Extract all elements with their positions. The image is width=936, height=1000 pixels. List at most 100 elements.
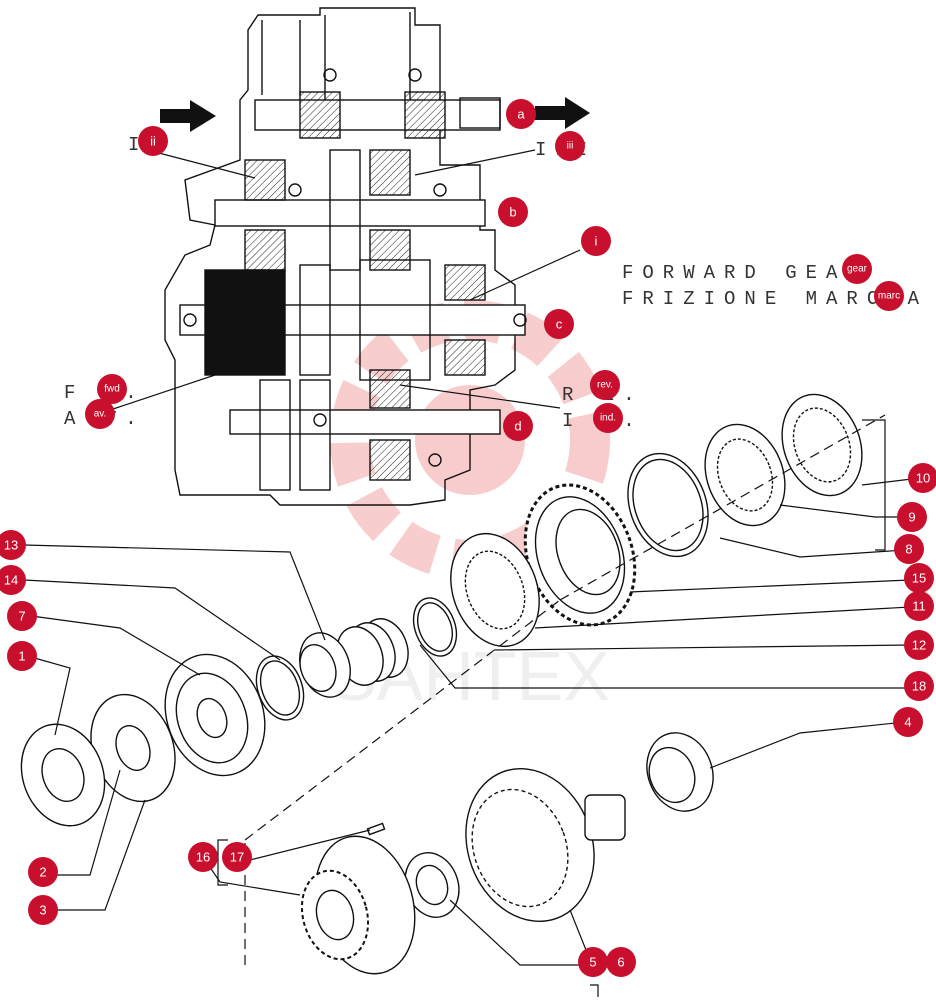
callout-badge-circle [904,563,934,593]
callout-badge-circle [904,591,934,621]
callout-badge-label: b [509,205,516,220]
callout-badge-circle [498,197,528,227]
callout-d: d [503,411,533,441]
callout-badge-label: a [517,107,525,122]
callout-c: c [544,309,574,339]
exploded-parts [20,393,863,975]
callout-badge-circle [578,947,608,977]
callout-ii: ii [138,126,168,156]
callout-badge-circle [897,502,927,532]
callout-badge-circle [138,126,168,156]
callout-badge-label: 17 [230,850,244,865]
callout-badge-circle [590,370,620,400]
lower-leader-lines [23,477,921,966]
callout-badge-label: 7 [18,609,25,624]
callout-badge-circle [581,226,611,256]
callout-badge-label: i [595,234,598,249]
gearbox-section-drawing [164,7,527,506]
callout-badge-circle [7,601,37,631]
callout-badge-label: fwd [104,384,120,395]
callout-badge-circle [544,309,574,339]
callout-badge-label: 11 [912,599,926,614]
callout-badge-circle [503,411,533,441]
callout-badge-label: 16 [196,850,210,865]
callout-badge-label: ind. [600,413,616,424]
callout-p15: 15 [904,563,934,593]
callout-gear: gear [842,254,872,284]
callout-badge-circle [894,534,924,564]
group-brackets [217,419,886,997]
callout-p13: 13 [0,530,26,560]
callout-badge-label: 18 [912,679,926,694]
callout-badge-circle [0,530,26,560]
callout-p5: 5 [578,947,608,977]
callout-badge-label: 13 [4,538,18,553]
callout-badge-circle [893,707,923,737]
callout-badge-label: gear [847,264,868,275]
callout-p7: 7 [7,601,37,631]
callout-badge-circle [28,857,58,887]
callout-badge-label: 8 [905,542,912,557]
callout-badge-circle [874,281,904,311]
callout-badge-circle [904,630,934,660]
upper-leader-lines [109,149,581,411]
callout-p14: 14 [0,565,26,595]
callout-p11: 11 [904,591,934,621]
callout-badge-label: av. [94,409,107,420]
callout-p17: 17 [222,842,252,872]
callout-badge-label: c [556,317,563,332]
callout-badge-label: 4 [904,715,911,730]
callout-badge-label: 10 [916,471,930,486]
callout-badge-circle [593,403,623,433]
callout-badge-label: 6 [617,955,624,970]
callout-av: av. [85,399,115,429]
callout-badge-circle [506,99,536,129]
callout-a: a [506,99,536,129]
callout-badge-circle [222,842,252,872]
callout-badge-label: d [514,419,521,434]
callout-marc: marc [874,281,904,311]
callout-badge-circle [908,463,936,493]
callout-badge-label: marc [878,291,900,302]
callout-p16: 16 [188,842,218,872]
callout-badge-circle [28,895,58,925]
callout-iii: iii [555,131,585,161]
callout-badge-label: iii [567,141,574,152]
callout-badge-label: 14 [4,573,18,588]
callout-badge-circle [97,374,127,404]
forward-gear-label: FORWARD GEAR [622,262,867,284]
callout-rev: rev. [590,370,620,400]
callout-p3: 3 [28,895,58,925]
callout-p2: 2 [28,857,58,887]
callout-p1: 1 [7,641,37,671]
callout-p9: 9 [897,502,927,532]
callout-p4: 4 [893,707,923,737]
callout-badge-label: ii [150,134,156,149]
callout-badge-circle [7,641,37,671]
callout-p8: 8 [894,534,924,564]
callout-p10: 10 [908,463,936,493]
callout-badge-circle [555,131,585,161]
callout-badge-label: 12 [912,638,926,653]
callout-badge-circle [0,565,26,595]
callout-badge-circle [606,947,636,977]
callout-badge-circle [904,671,934,701]
callout-badge-label: 5 [589,955,596,970]
callout-badge-label: rev. [597,380,613,391]
callout-badge-label: 9 [908,510,915,525]
callout-badge-label: 15 [912,571,926,586]
callout-p12: 12 [904,630,934,660]
callout-badge-label: 3 [39,903,46,918]
frizione-marcia-label: FRIZIONE MARCIA [622,288,928,310]
callout-p6: 6 [606,947,636,977]
callout-fwd: fwd [97,374,127,404]
callout-b: b [498,197,528,227]
callout-badge-label: 1 [18,649,25,664]
input-arrow [160,100,216,132]
callout-ind: ind. [593,403,623,433]
output-arrow [535,97,590,129]
callout-p18: 18 [904,671,934,701]
